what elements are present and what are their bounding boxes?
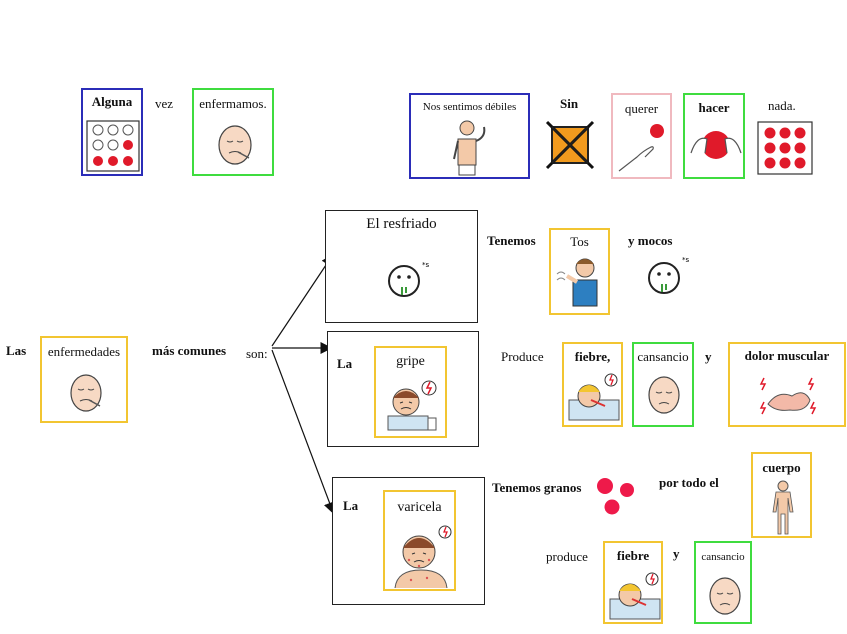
- querer-label: querer: [624, 101, 659, 116]
- fiebre-card-2: fiebre: [603, 541, 663, 624]
- mas-comunes-word: más comunes: [152, 343, 227, 358]
- tired-face-icon: [709, 577, 741, 615]
- gripe-la: La: [337, 356, 353, 371]
- las-word: Las: [6, 343, 27, 358]
- gripe-box: La gripe: [327, 331, 479, 447]
- sick-face-icon: [70, 374, 102, 412]
- runny-nose-face-icon: *s: [648, 256, 690, 294]
- alguna-card: Alguna: [81, 88, 143, 176]
- cuerpo-label: cuerpo: [762, 460, 801, 475]
- coughing-boy-icon: [556, 258, 598, 307]
- dolor-card: dolor muscular: [728, 342, 846, 427]
- runny-nose-face-icon: *s: [388, 261, 430, 297]
- gripe-card: gripe: [374, 346, 447, 438]
- son-word: son:: [246, 346, 268, 361]
- varicela-y: y: [673, 546, 680, 561]
- nos-sentimos-card: Nos sentimos débiles: [409, 93, 530, 179]
- tenemos-word: Tenemos: [487, 233, 536, 248]
- spots-icon: [597, 478, 634, 515]
- tired-face-icon: [648, 376, 680, 414]
- vez-word: vez: [155, 96, 174, 111]
- spotty-child-icon: [394, 525, 452, 588]
- dolor-label: dolor muscular: [744, 348, 830, 363]
- varicela-card: varicela: [383, 490, 456, 591]
- enfermedades-label: enfermedades: [47, 344, 121, 359]
- arrow-to-resfriado: [271, 254, 334, 347]
- varicela-la: La: [343, 498, 359, 513]
- sick-face-icon: [218, 125, 252, 165]
- gripe-y: y: [705, 349, 712, 364]
- resfriado-title: El resfriado: [366, 216, 437, 232]
- nada-word: nada.: [768, 98, 796, 113]
- arrow-to-varicela: [271, 349, 336, 515]
- svg-text:*s: *s: [422, 261, 430, 269]
- fiebre-label: fiebre,: [574, 349, 611, 364]
- varicela-label: varicela: [397, 500, 442, 515]
- fever-child-icon: [609, 572, 661, 620]
- produce-word-2: produce: [546, 549, 588, 564]
- hacer-label: hacer: [698, 100, 730, 115]
- fiebre-label-2: fiebre: [616, 548, 650, 563]
- svg-text:*s: *s: [682, 256, 690, 264]
- body-icon: [772, 480, 794, 535]
- tenemos-granos-word: Tenemos granos: [492, 480, 582, 495]
- alguna-label: Alguna: [91, 94, 133, 109]
- cuerpo-card: cuerpo: [751, 452, 812, 538]
- cansancio-label-2: cansancio: [701, 551, 745, 563]
- hands-ball-icon: [690, 131, 742, 159]
- produce-word: Produce: [501, 349, 544, 364]
- dots-grid-icon: [86, 120, 140, 172]
- crossed-box-icon: [545, 120, 595, 170]
- tos-card: Tos: [549, 228, 610, 315]
- enfermamos-label: enfermamos.: [199, 96, 267, 111]
- cansancio-card-2: cansancio: [694, 541, 752, 624]
- sin-word: Sin: [560, 96, 579, 111]
- por-todo-word: por todo el: [659, 475, 719, 490]
- hand-reach-icon: [618, 124, 664, 172]
- fiebre-card: fiebre,: [562, 342, 623, 427]
- weak-person-icon: [453, 120, 486, 176]
- y-mocos-word: y mocos: [628, 233, 673, 248]
- varicela-box: La varicela: [332, 477, 485, 605]
- nos-sentimos-label: Nos sentimos débiles: [422, 101, 517, 113]
- muscle-pain-icon: [759, 377, 817, 415]
- gripe-label: gripe: [396, 354, 425, 369]
- cansancio-label: cansancio: [637, 349, 689, 364]
- resfriado-box: El resfriado *s: [325, 210, 478, 323]
- enfermedades-card: enfermedades: [40, 336, 128, 423]
- querer-card: querer: [611, 93, 672, 179]
- sick-child-icon: [387, 380, 437, 431]
- fever-child-icon: [568, 373, 620, 421]
- tos-label: Tos: [570, 234, 589, 249]
- hacer-card: hacer: [683, 93, 745, 179]
- many-dots-icon: [757, 121, 813, 175]
- cansancio-card: cansancio: [632, 342, 694, 427]
- enfermamos-card: enfermamos.: [192, 88, 274, 176]
